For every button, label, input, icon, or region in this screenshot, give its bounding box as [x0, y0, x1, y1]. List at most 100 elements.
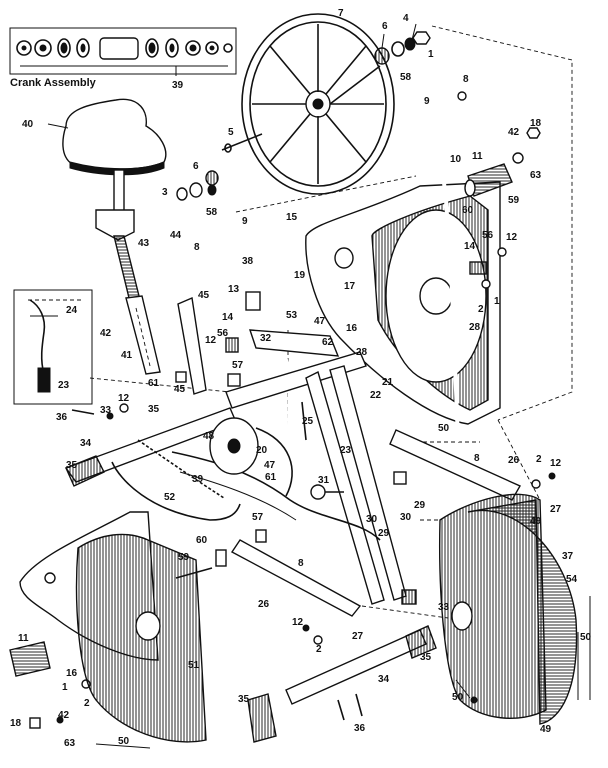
callout-26: 26: [258, 599, 270, 610]
callout-35: 35: [148, 404, 160, 415]
seat-post: [95, 169, 161, 375]
axle-spacers: [176, 170, 219, 201]
callout-49: 49: [540, 724, 552, 735]
callout-12: 12: [118, 393, 130, 404]
callout-7: 7: [338, 8, 344, 19]
callout-8: 8: [463, 74, 469, 85]
callout-60: 60: [196, 535, 208, 546]
callout-33: 33: [438, 602, 450, 613]
callout-43: 43: [138, 238, 150, 249]
callout-26: 26: [508, 455, 520, 466]
callout-63: 63: [530, 170, 542, 181]
callout-27: 27: [352, 631, 364, 642]
callout-40: 40: [22, 119, 34, 130]
callout-58: 58: [206, 207, 218, 218]
seat: [62, 98, 167, 176]
callout-1: 1: [62, 682, 68, 693]
callout-34: 34: [378, 674, 390, 685]
callout-12: 12: [205, 335, 217, 346]
callout-61: 61: [148, 378, 160, 389]
callout-36: 36: [354, 723, 366, 734]
callout-50: 50: [118, 736, 130, 747]
callout-4: 4: [403, 13, 409, 24]
callout-30: 30: [400, 512, 412, 523]
callout-51: 51: [188, 660, 200, 671]
callout-16: 16: [66, 668, 78, 679]
foot-rests: [65, 455, 437, 743]
callout-35: 35: [66, 460, 78, 471]
callout-8: 8: [298, 558, 304, 569]
callout-47: 47: [264, 460, 276, 471]
right-wheel-cover: [439, 493, 578, 725]
main-frame: [64, 297, 521, 705]
callout-38: 38: [242, 256, 254, 267]
callout-34: 34: [80, 438, 92, 449]
callout-6: 6: [193, 161, 199, 172]
callout-24: 24: [66, 305, 78, 316]
callout-56: 56: [482, 230, 494, 241]
left-foot-peg: [9, 641, 51, 677]
callout-17: 17: [344, 281, 356, 292]
callout-60: 60: [462, 205, 474, 216]
callout-23: 23: [58, 380, 70, 391]
part-callouts: 7 6 4 1 58 39 40 5 6 3 58 8 9 18 42 63 1…: [10, 8, 592, 749]
right-handlebar: [418, 116, 460, 442]
callout-59: 59: [508, 195, 520, 206]
callout-13: 13: [228, 284, 240, 295]
callout-42: 42: [100, 328, 112, 339]
callout-41: 41: [121, 350, 133, 361]
callout-16: 16: [346, 323, 358, 334]
left-handlebar: [206, 230, 293, 562]
callout-21: 21: [382, 377, 394, 388]
callout-8: 8: [474, 453, 480, 464]
callout-54: 54: [566, 574, 578, 585]
callout-28: 28: [469, 322, 481, 333]
callout-2: 2: [84, 698, 90, 709]
crank-assembly-parts: [16, 37, 233, 74]
callout-35: 35: [238, 694, 250, 705]
callout-11: 11: [18, 633, 29, 644]
fan-hub-hardware: [374, 31, 431, 65]
callout-20: 20: [256, 445, 268, 456]
callout-33: 33: [100, 405, 112, 416]
callout-2: 2: [536, 454, 542, 465]
callout-19: 19: [294, 270, 306, 281]
callout-50: 50: [580, 632, 592, 643]
callout-22: 22: [370, 390, 382, 401]
callout-37: 37: [562, 551, 574, 562]
callout-45: 45: [174, 384, 186, 395]
callout-50: 50: [438, 423, 450, 434]
callout-6: 6: [382, 21, 388, 32]
callout-49: 49: [530, 516, 542, 527]
callout-27: 27: [550, 504, 562, 515]
callout-57: 57: [252, 512, 264, 523]
callout-36: 36: [56, 412, 68, 423]
callout-35: 35: [420, 652, 432, 663]
fan-axle: [221, 133, 263, 153]
callout-18: 18: [530, 118, 542, 129]
callout-30: 30: [366, 514, 378, 525]
right-foot-peg: [457, 91, 541, 197]
callout-1: 1: [428, 49, 434, 60]
leader-lines: [47, 23, 591, 749]
callout-62: 62: [322, 337, 334, 348]
drive-pulley: [209, 417, 293, 497]
callout-15: 15: [286, 212, 298, 223]
callout-42: 42: [508, 127, 520, 138]
callout-3: 3: [162, 187, 168, 198]
callout-9: 9: [424, 96, 430, 107]
crank-assembly-title: Crank Assembly: [10, 77, 97, 89]
callout-14: 14: [464, 241, 476, 252]
callout-10: 10: [450, 154, 462, 165]
right-fan-shroud: [305, 181, 501, 425]
callout-12: 12: [550, 458, 562, 469]
callout-50: 50: [452, 692, 464, 703]
callout-59: 59: [178, 552, 190, 563]
callout-39: 39: [192, 474, 204, 485]
callout-47: 47: [314, 316, 326, 327]
callout-48: 48: [203, 431, 215, 442]
callout-8: 8: [194, 242, 200, 253]
callout-14: 14: [222, 312, 234, 323]
callout-1: 1: [494, 296, 500, 307]
